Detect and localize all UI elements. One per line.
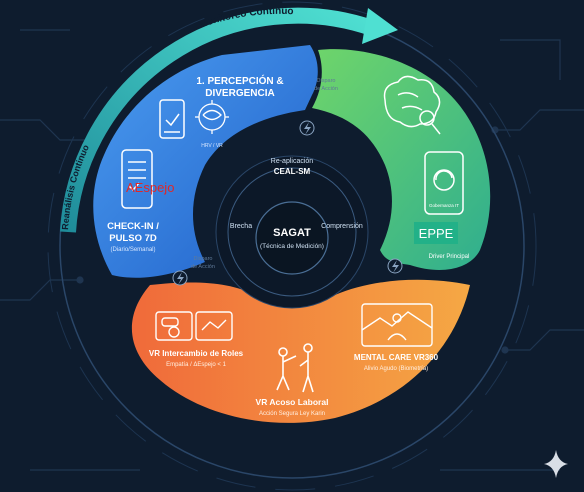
- checkin-title-line2: PULSO 7D: [109, 233, 157, 244]
- mental-care-subtitle: Alivio Agudo (Biometría): [364, 366, 428, 372]
- vr-acoso-title: VR Acoso Laboral: [256, 397, 329, 407]
- replica-line2: CEAL-SM: [274, 167, 311, 176]
- checkin-subtitle: (Diario/Semanal): [110, 247, 155, 253]
- continuous-monitoring-arc: [60, 7, 375, 233]
- segment-vr-interventions: [131, 279, 471, 423]
- lightning-icon: [172, 270, 188, 286]
- governance-phone-icon: [424, 151, 464, 215]
- lightning-icon: [387, 258, 403, 274]
- harassment-figures-icon: [276, 343, 314, 393]
- perception-title-line1: 1. PERCEPCIÓN &: [196, 74, 283, 87]
- sagat-subtitle: (Técnica de Medición): [260, 243, 324, 250]
- eppe-badge: EPPE: [419, 226, 454, 241]
- trigger-top-line2: de Acción: [314, 86, 338, 92]
- trigger-left-line1: Disparo: [194, 256, 213, 262]
- governance-caption: Gobernanza IT: [429, 203, 459, 208]
- comprension-label: Comprensión: [321, 223, 363, 230]
- sagat-title: SAGAT: [273, 227, 311, 239]
- trigger-top-line1: Disparo: [317, 78, 336, 84]
- lightning-icon: [299, 120, 315, 136]
- vr-roles-title: VR Intercambio de Roles: [149, 349, 244, 358]
- vr-roles-icons: [155, 311, 233, 341]
- red-overlay-label: AEspejo: [126, 180, 174, 195]
- eppe-badge-bg: [414, 222, 458, 244]
- replica-line1: Re-aplicación: [271, 158, 314, 165]
- arc-arrowhead-icon: [362, 8, 398, 44]
- hrv-caption: HRV / VR: [201, 143, 223, 149]
- brain-search-icon: [383, 75, 441, 135]
- segment-perception: [93, 45, 318, 278]
- meditation-landscape-icon: [361, 303, 433, 347]
- checkin-title-line1: CHECK-IN /: [107, 221, 159, 232]
- sparkle-icon: [544, 450, 568, 478]
- brain-chip-icon: [195, 100, 229, 134]
- trigger-left-line2: de Acción: [191, 264, 215, 270]
- mental-care-title: MENTAL CARE VR360: [354, 353, 439, 362]
- driver-label: Driver Principal: [429, 254, 470, 260]
- perception-title-line2: DIVERGENCIA: [205, 88, 274, 99]
- center-hub: [215, 155, 369, 309]
- vr-acoso-subtitle: Acción Segura Ley Karin: [259, 411, 325, 417]
- tablet-check-icon: [159, 99, 185, 139]
- circuit-background: [0, 29, 584, 471]
- segment-driver: [312, 49, 491, 270]
- vr-roles-subtitle: Empatía / ΔEspejo < 1: [166, 362, 227, 368]
- brecha-label: Brecha: [230, 223, 252, 230]
- checkin-phone-icon: [121, 149, 153, 209]
